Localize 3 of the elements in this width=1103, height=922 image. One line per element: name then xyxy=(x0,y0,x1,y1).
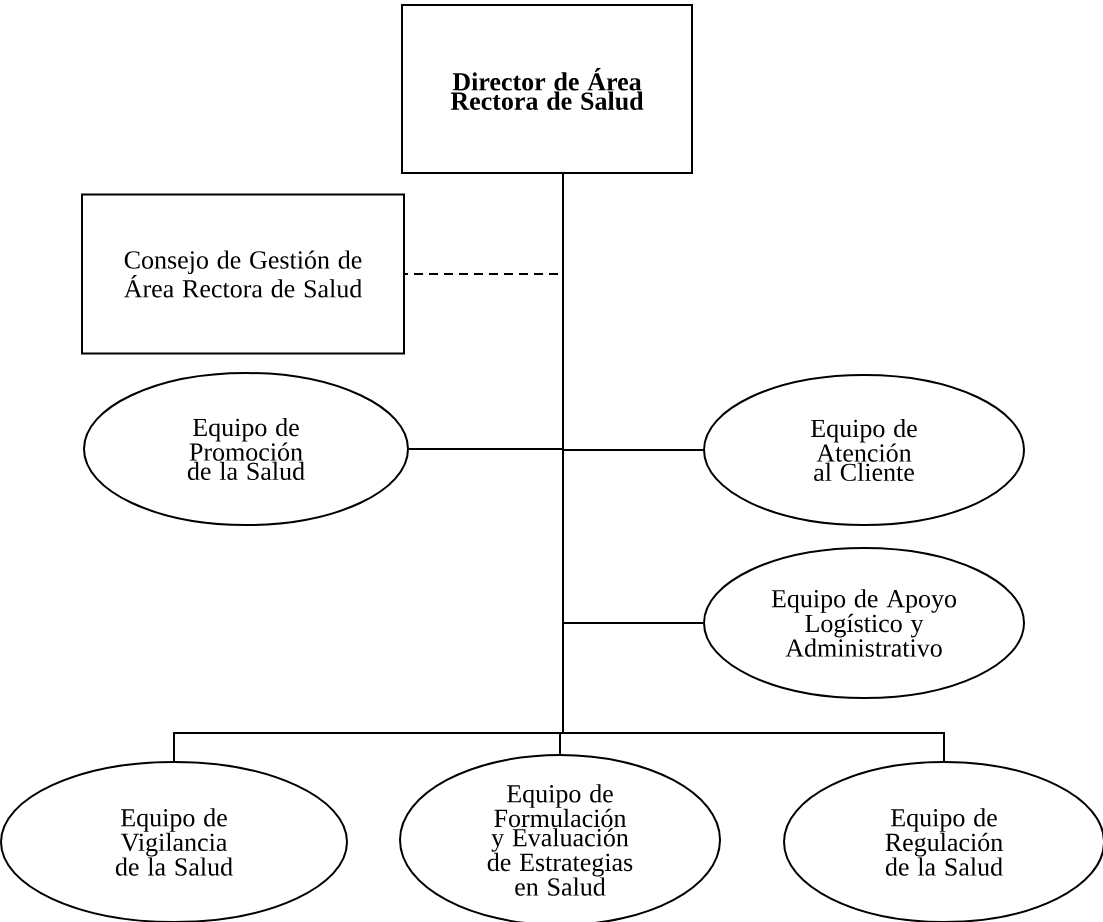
connector-line xyxy=(562,173,945,762)
org-box: Director de Área Rectora de Salud xyxy=(401,4,693,174)
org-box: Consejo de Gestión de Área Rectora de Salud xyxy=(81,193,405,355)
